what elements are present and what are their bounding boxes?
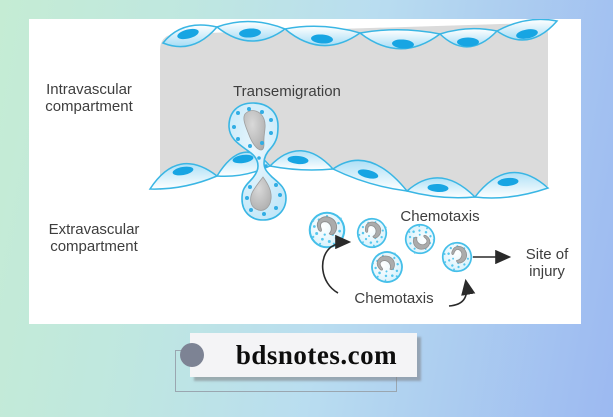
watermark-badge: bdsnotes.com: [180, 333, 417, 377]
endothelium-top-row: [161, 19, 559, 50]
label-extravascular-compartment: Extravascular compartment: [48, 221, 140, 255]
transmigrating-cell-nucleus-upper: [243, 110, 266, 151]
chemotaxis-arrow-left: [321, 234, 352, 294]
chemotaxis-arrow-right: [448, 278, 476, 307]
transmigrating-cell-nucleus-lower: [250, 176, 272, 211]
watermark-text: bdsnotes.com: [235, 339, 398, 370]
label-intravascular-compartment: Intravascular compartment: [45, 81, 133, 115]
neutrophil-cell: [436, 236, 478, 278]
vessel-diagram: [148, 19, 559, 307]
label-chemotaxis-bottom: Chemotaxis: [354, 290, 434, 307]
transmigrating-cell: [228, 102, 287, 221]
neutrophil-cell: [399, 218, 441, 260]
label-site-of-injury: Site of injury: [525, 246, 569, 280]
label-chemotaxis-top: Chemotaxis: [400, 208, 480, 225]
transmigrating-cell-granules: [232, 107, 282, 216]
neutrophil-cell: [308, 211, 346, 249]
label-transmigration: Transemigration: [233, 83, 341, 100]
endothelium-top-nuclei: [177, 28, 538, 49]
neutrophil-cell: [366, 246, 408, 288]
watermark-circle-icon: [180, 343, 204, 367]
endothelium-bottom-nuclei: [172, 154, 519, 193]
diagram-panel: Intravascular compartment Extravascular …: [29, 19, 581, 324]
